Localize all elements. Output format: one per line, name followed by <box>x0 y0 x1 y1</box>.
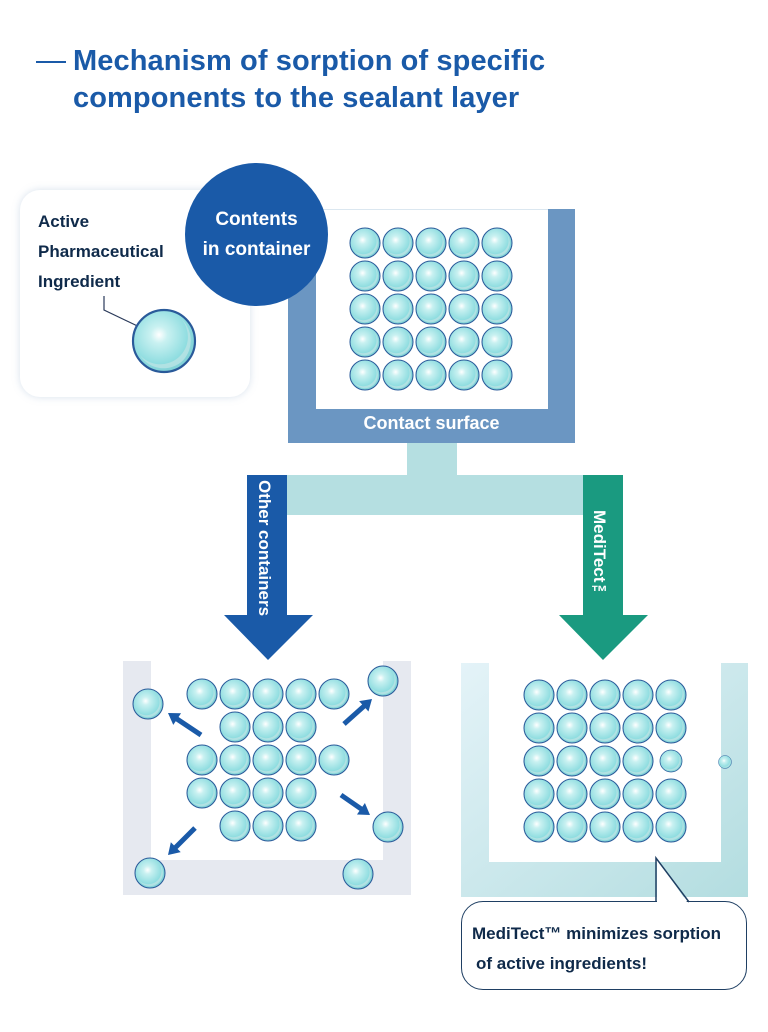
callout-line-2: of active ingredients! <box>472 949 721 979</box>
callout-text: MediTect™ minimizes sorption of active i… <box>472 919 721 979</box>
callout-line-1: MediTect™ minimizes sorption <box>472 919 721 949</box>
